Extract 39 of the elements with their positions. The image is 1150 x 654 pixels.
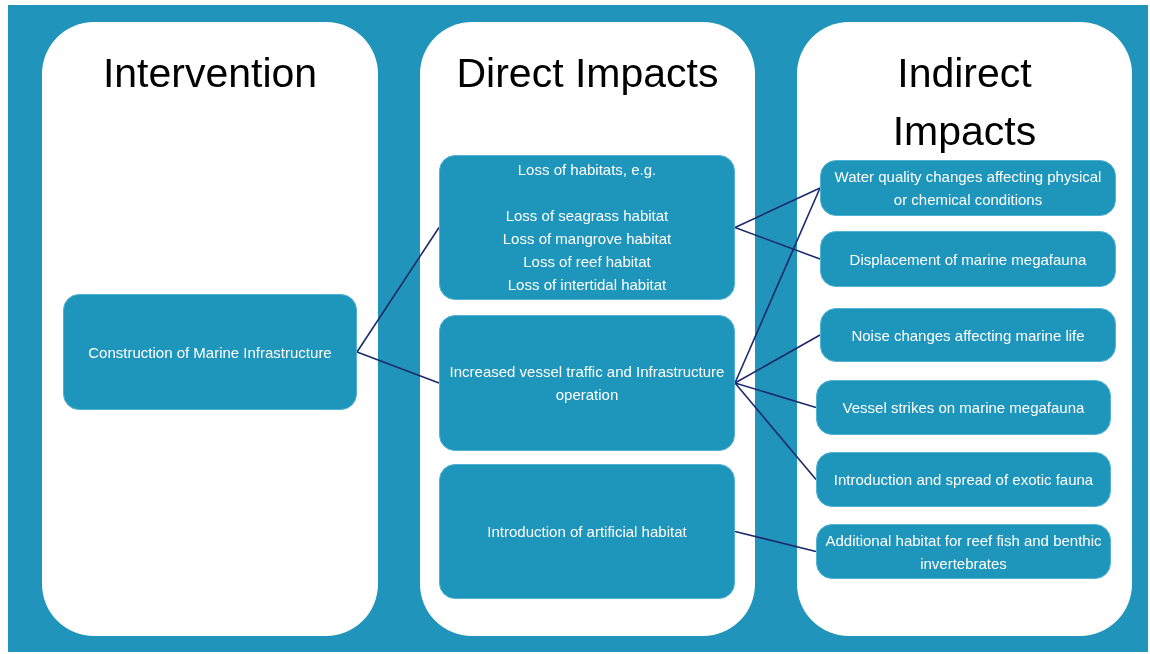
box-text: Displacement of marine megafauna xyxy=(849,249,1087,270)
connector-line xyxy=(356,351,440,384)
box-text: Noise changes affecting marine life xyxy=(851,325,1085,346)
connector-line xyxy=(734,187,821,384)
connector-line xyxy=(356,226,440,353)
column-heading: Indirect Impacts xyxy=(891,49,1038,156)
column-panel xyxy=(420,22,755,636)
box-text: Loss of mangrove habitat xyxy=(502,229,672,249)
connector-line xyxy=(734,226,821,260)
impact-box xyxy=(63,294,357,410)
box-text: Additional habitat for reef fish and benthic invertebrates xyxy=(825,530,1102,574)
impact-box xyxy=(820,308,1116,362)
box-text: Loss of reef habitat xyxy=(523,252,651,272)
impact-box xyxy=(439,464,735,599)
impact-box xyxy=(816,452,1111,507)
box-text: Increased vessel traffic and Infrastructure operation xyxy=(448,362,726,405)
box-text: Loss of seagrass habitat xyxy=(505,206,669,226)
box-text: Loss of intertidal habitat xyxy=(507,275,667,295)
column-panel xyxy=(797,22,1132,636)
impact-box xyxy=(439,315,735,451)
column-panel xyxy=(42,22,378,636)
box-text: Water quality changes affecting physical or chemical conditions xyxy=(833,167,1103,210)
column-heading: Direct Impacts xyxy=(455,49,720,98)
impact-box xyxy=(820,231,1116,287)
box-text: Introduction and spread of exotic fauna xyxy=(833,470,1094,490)
connector-line xyxy=(734,334,821,384)
connector-line xyxy=(734,382,817,409)
box-text: Loss of habitats, e.g. xyxy=(517,160,657,180)
impact-box xyxy=(439,155,735,300)
box-text: Construction of Marine Infrastructure xyxy=(88,342,332,363)
impact-box xyxy=(816,524,1111,579)
box-text: Vessel strikes on marine megafauna xyxy=(842,398,1085,418)
connector-line xyxy=(734,187,821,229)
connector-line xyxy=(734,382,817,481)
impact-box xyxy=(820,160,1116,216)
connector-line xyxy=(734,530,817,553)
box-text: Introduction of artificial habitat xyxy=(487,522,687,542)
column-heading: Intervention xyxy=(101,49,319,98)
impact-box xyxy=(816,380,1111,435)
